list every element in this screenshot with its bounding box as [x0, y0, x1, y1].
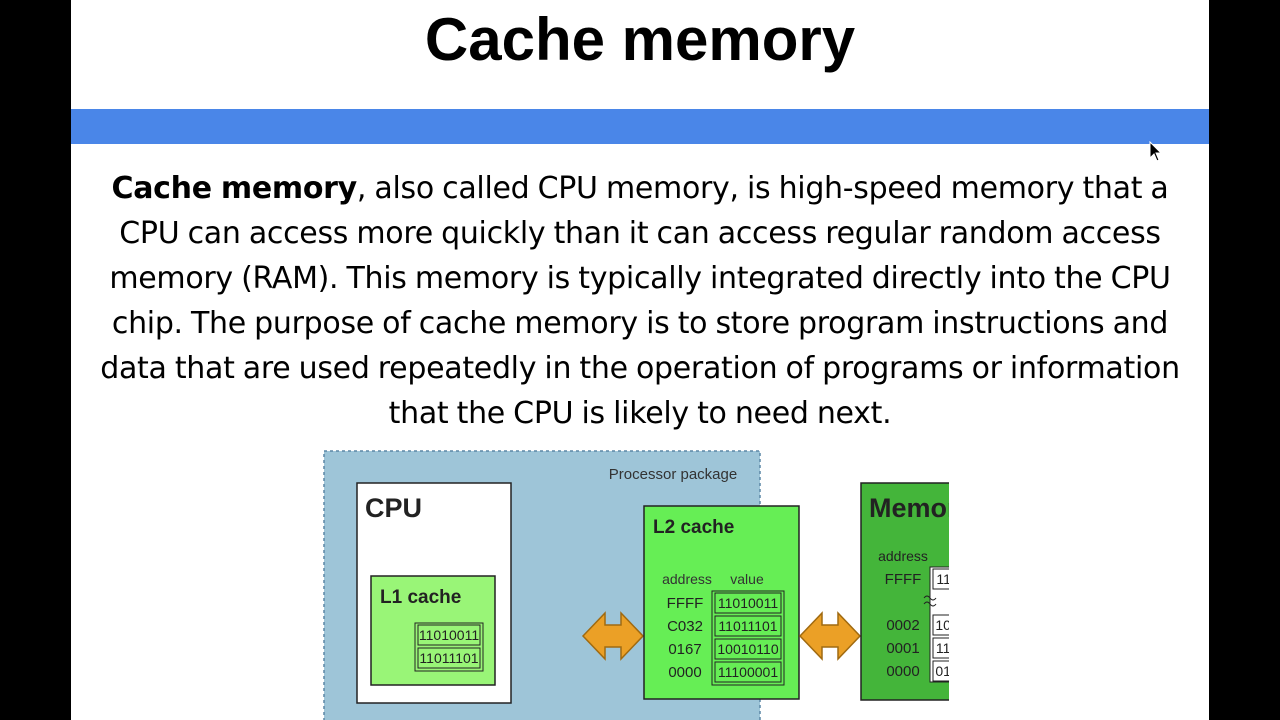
cpu-label: CPU	[365, 493, 422, 523]
l2-cache-label: L2 cache	[653, 517, 734, 538]
l2-value-cell	[714, 615, 782, 637]
bidirectional-arrow-icon	[581, 611, 645, 661]
memory-address: FFFF	[885, 571, 922, 588]
l2-value: 11100001	[718, 664, 778, 680]
memory-value-cell	[932, 637, 949, 659]
mouse-pointer-icon	[1149, 141, 1163, 162]
memory-table-frame	[929, 566, 949, 683]
memory-value-cell	[932, 614, 949, 636]
paragraph-bold-term: Cache memory	[111, 171, 358, 206]
l2-address: 0167	[668, 641, 701, 658]
l2-address: FFFF	[667, 595, 704, 612]
memory-label: Memory	[869, 493, 949, 523]
l2-address: C032	[667, 618, 703, 635]
l2-value: 11010011	[718, 595, 778, 611]
l1-value: 11010011	[419, 627, 479, 643]
slide-title: Cache memory	[424, 6, 856, 73]
memory-value-cell	[932, 660, 949, 682]
l1-value-cell	[417, 647, 481, 669]
l2-value: 10010110	[717, 641, 778, 657]
memory-value: 11100001	[936, 640, 949, 656]
l2-rows: FFFF C032 0167 0000 11010011 11011101 10…	[667, 592, 782, 683]
l2-value-cell	[714, 592, 782, 614]
break-mark-icon	[923, 595, 937, 607]
memory-value: 10110100	[935, 617, 949, 633]
l2-table-frame	[711, 590, 785, 686]
memory-address: 0001	[886, 640, 919, 657]
l2-value-cell	[714, 638, 782, 660]
accent-bar	[71, 109, 1209, 144]
slide: Cache memory Cache memory, also called C…	[71, 0, 1209, 720]
memory-address-header: address	[878, 548, 928, 564]
l2-address: 0000	[668, 664, 701, 681]
paragraph-text: , also called CPU memory, is high-speed …	[100, 171, 1180, 431]
l1-value-cell	[417, 624, 481, 646]
memory-value: 11010111	[936, 571, 949, 587]
memory-value: 01001101	[935, 663, 949, 679]
l2-value: 11011101	[718, 618, 777, 634]
l2-value-cell	[714, 661, 782, 683]
l1-cache-box	[370, 575, 496, 686]
l1-values-frame	[414, 622, 484, 672]
memory-address: 0000	[886, 663, 919, 680]
memory-value-cell	[932, 568, 949, 590]
l2-cache-box	[643, 505, 800, 700]
l2-value-header: value	[730, 571, 764, 587]
cache-diagram: Processor package CPU L1 cache 11010011 …	[323, 450, 949, 720]
slide-paragraph: Cache memory, also called CPU memory, is…	[91, 166, 1189, 436]
l2-address-header: address	[662, 571, 712, 587]
bidirectional-arrow-icon	[798, 611, 862, 661]
processor-package-label: Processor package	[609, 466, 737, 483]
l1-cache-label: L1 cache	[380, 587, 461, 608]
memory-address: 0002	[886, 617, 919, 634]
l1-value: 11011101	[419, 650, 478, 666]
